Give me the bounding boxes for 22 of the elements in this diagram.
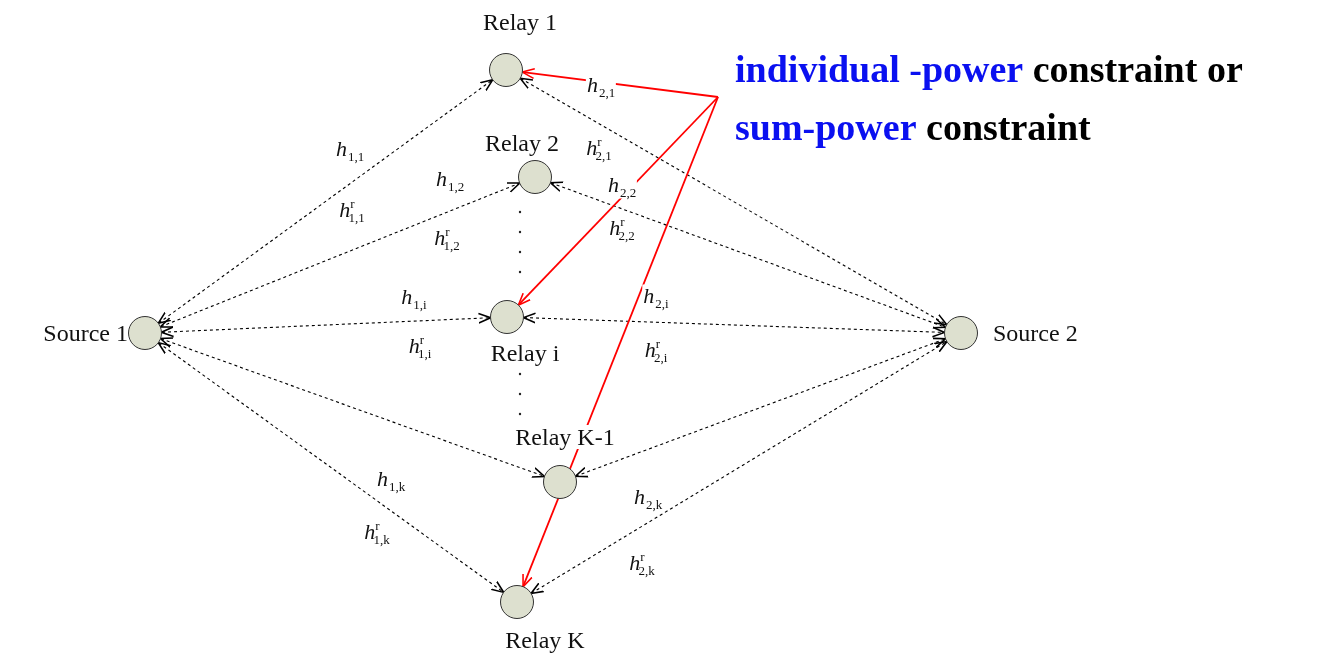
link-arrow (574, 337, 947, 478)
node-label: Relay K-1 (515, 425, 615, 449)
link-arrow (522, 312, 946, 338)
node-circle (543, 465, 577, 499)
callout-text: individual -power constraint or sum-power constraint (718, 40, 1288, 156)
channel-label: h$_{2,i}$ (642, 284, 670, 310)
node-circle (490, 300, 524, 334)
node-circle (489, 53, 523, 87)
link-arrow (519, 77, 948, 326)
callout-arrow (517, 96, 719, 306)
node-circle (500, 585, 534, 619)
link-arrow (530, 340, 948, 595)
link-arrow (157, 78, 494, 325)
link-arrow (549, 181, 947, 329)
node-circle (944, 316, 978, 350)
node-circle (128, 316, 162, 350)
callout-arrow (522, 96, 719, 588)
link-arrow (160, 312, 492, 338)
link-arrow (157, 341, 505, 594)
node-circle (518, 160, 552, 194)
link-arrow (159, 182, 521, 328)
link-arrow (159, 337, 546, 478)
